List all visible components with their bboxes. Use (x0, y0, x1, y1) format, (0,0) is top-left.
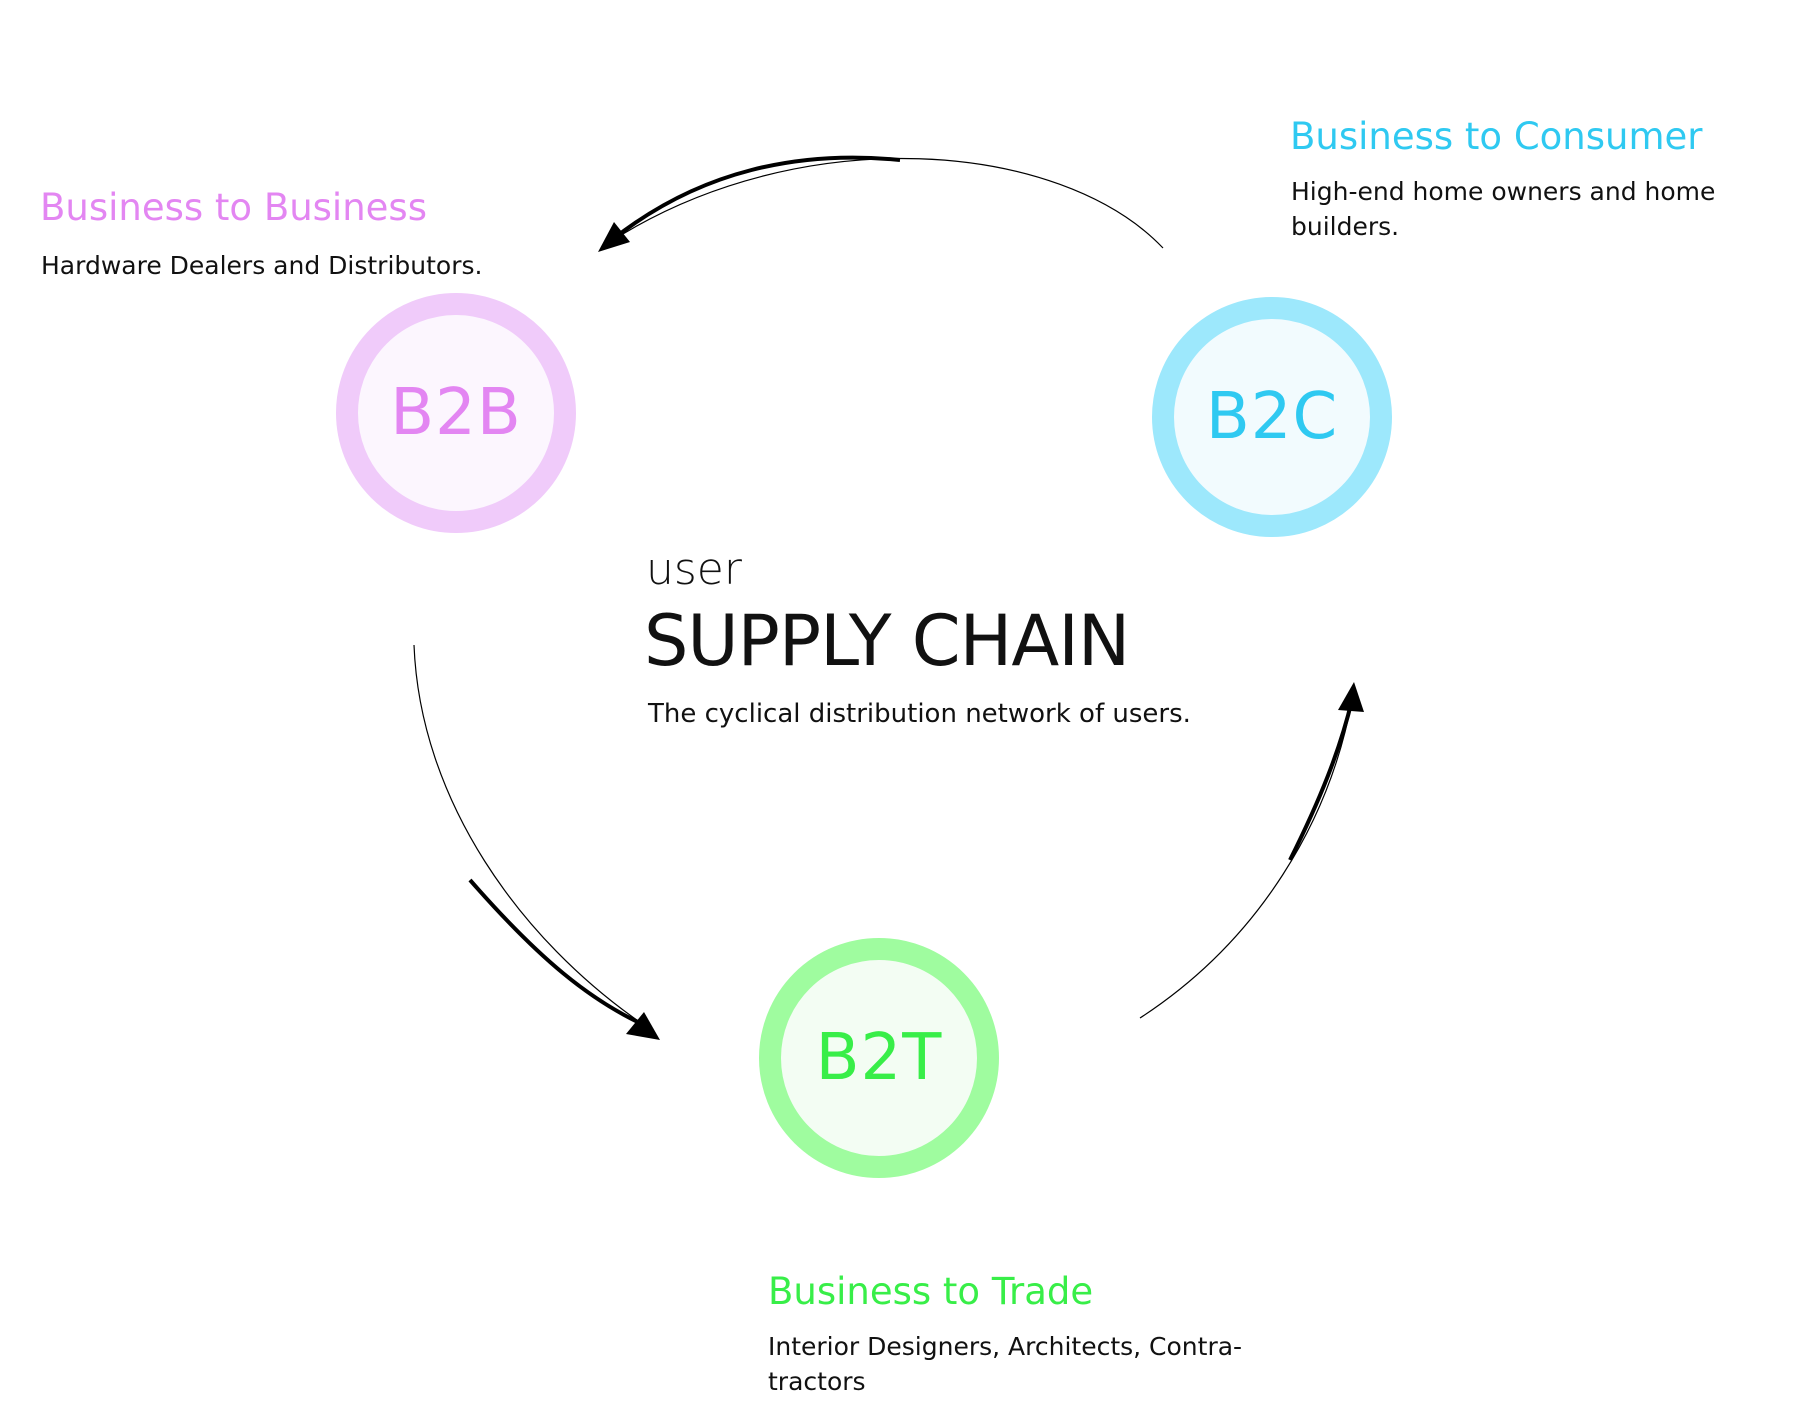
center-title: SUPPLY CHAIN (644, 600, 1130, 682)
center-eyebrow: user (646, 544, 742, 595)
b2b-title: Business to Business (40, 186, 427, 229)
b2b-code: B2B (390, 376, 522, 450)
arrowhead-b2b (598, 222, 630, 252)
b2b-description: Hardware Dealers and Distributors. (41, 251, 483, 280)
arrow-b2b-to-b2t (413, 644, 645, 1026)
b2t-code: B2T (815, 1021, 943, 1095)
b2b-circle: B2B (336, 293, 576, 533)
arrow-b2c-to-b2b-thick (610, 155, 901, 242)
b2t-description: Interior Designers, Architects, Contra-t… (768, 1332, 1243, 1396)
arrow-b2t-to-b2c (1139, 699, 1353, 1019)
b2c-title: Business to Consumer (1290, 115, 1703, 158)
arrow-b2b-to-b2t-thick (468, 878, 645, 1027)
arrow-b2c-to-b2b (609, 157, 1164, 249)
arrowhead-b2t (626, 1012, 660, 1040)
arrow-b2t-to-b2c-thick (1288, 699, 1354, 861)
arrowhead-b2c (1338, 682, 1364, 712)
b2c-circle: B2C (1152, 297, 1392, 537)
b2t-circle: B2T (759, 938, 999, 1178)
b2c-code: B2C (1205, 380, 1339, 454)
b2t-title: Business to Trade (768, 1270, 1094, 1313)
center-description: The cyclical distribution network of use… (648, 699, 1191, 729)
b2c-description: High-end home owners and home builders. (1291, 177, 1716, 241)
